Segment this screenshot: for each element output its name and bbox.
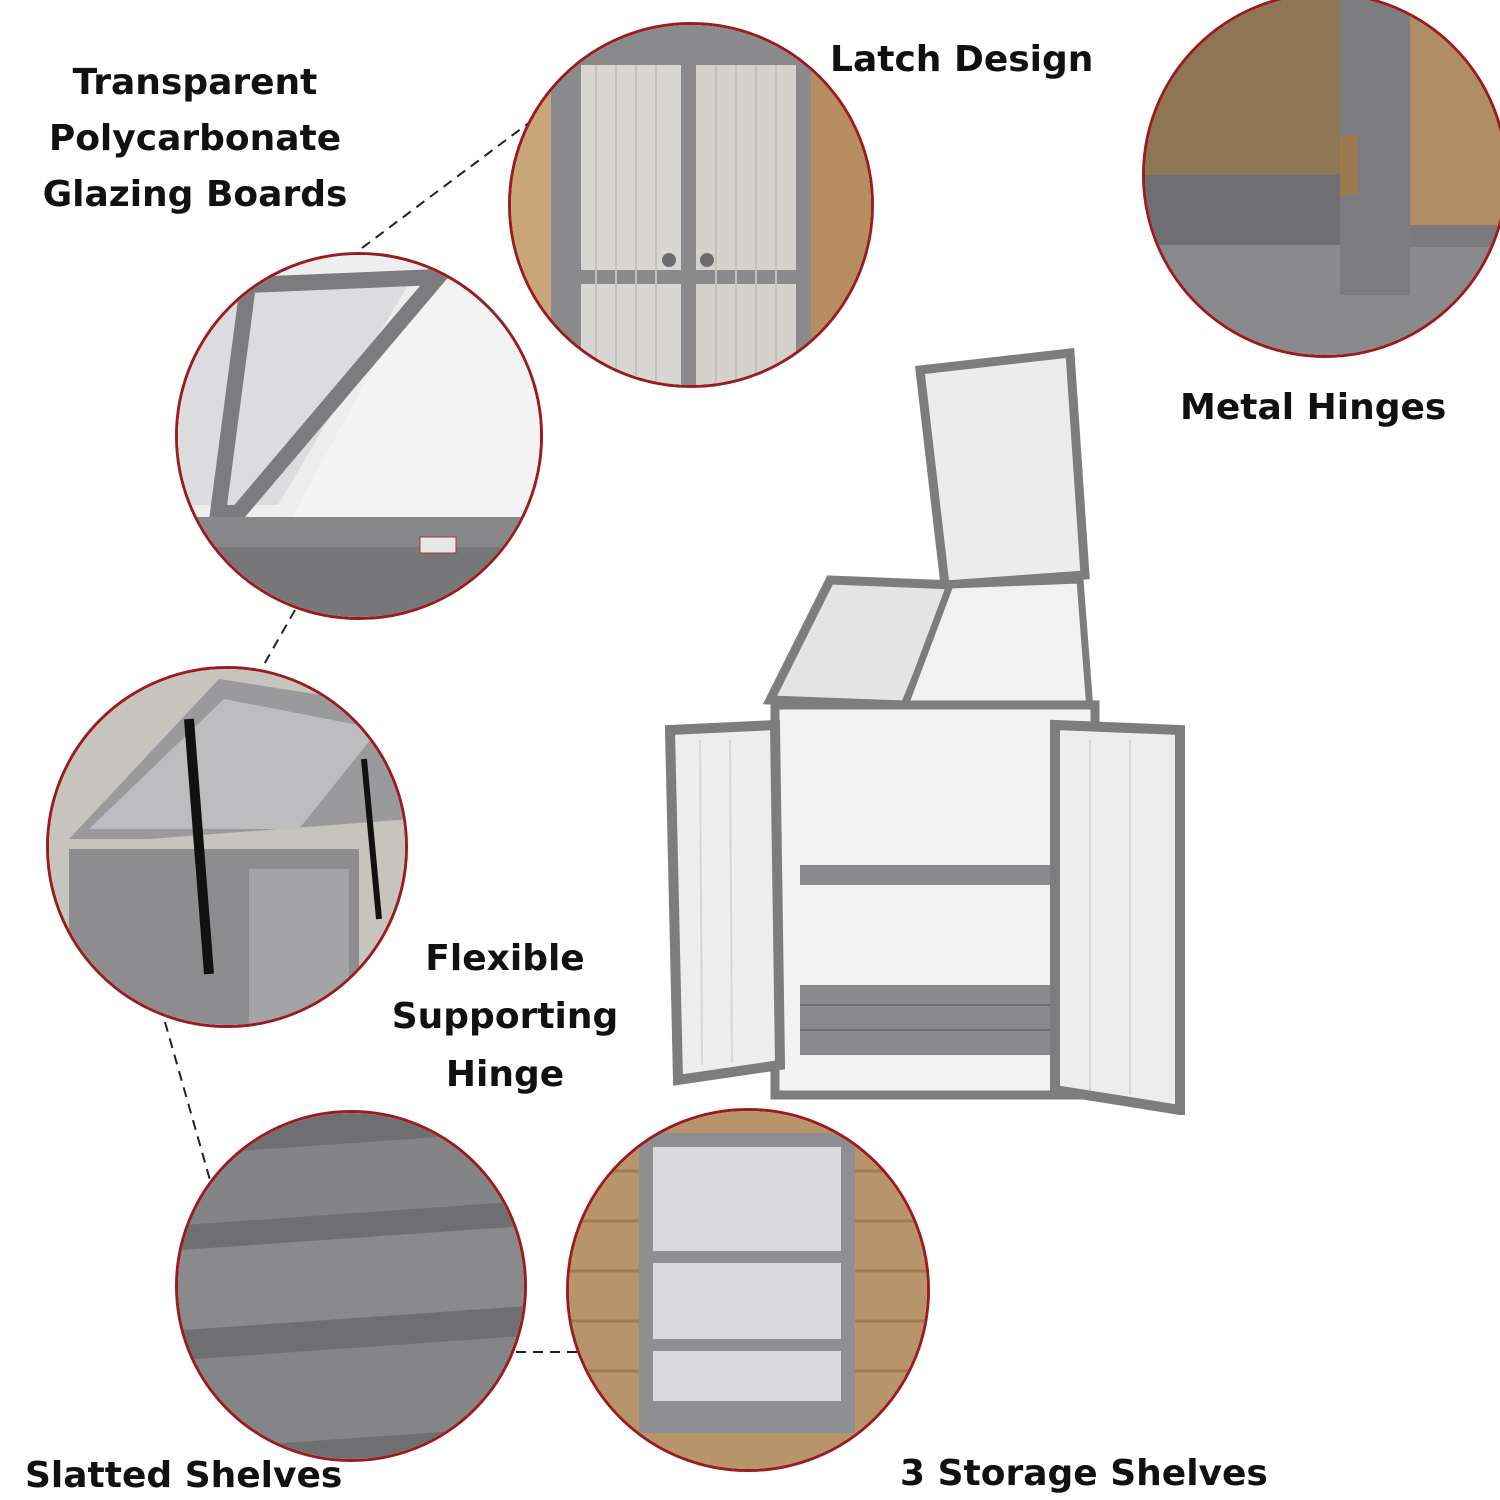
connector-support-slatted <box>164 1021 211 1181</box>
support-hinge-detail-image <box>46 666 408 1028</box>
support-label-line: Hinge <box>445 1054 565 1095</box>
support-label-line: Supporting <box>391 996 619 1037</box>
connector-glazing-support <box>261 609 296 669</box>
greenhouse-product-image <box>664 347 1185 1115</box>
slatted-shelves-detail-image <box>175 1110 527 1462</box>
metal-hinges-detail-image <box>1142 0 1500 358</box>
hinges-label: Metal Hinges <box>1180 387 1447 428</box>
glazing-label-line: Glazing Boards <box>42 174 348 215</box>
glazing-detail-image <box>175 252 543 620</box>
glazing-label: Transparent Polycarbonate Glazing Boards <box>20 55 370 223</box>
glazing-label-line: Polycarbonate <box>48 118 342 159</box>
support-label-line: Flexible <box>425 938 585 979</box>
connector-glazing-latch <box>361 121 531 249</box>
slatted-label: Slatted Shelves <box>25 1455 343 1496</box>
storage-label: 3 Storage Shelves <box>900 1453 1268 1494</box>
storage-shelves-detail-image <box>566 1108 930 1472</box>
latch-label: Latch Design <box>830 39 1094 80</box>
support-label: Flexible Supporting Hinge <box>355 930 655 1104</box>
glazing-label-line: Transparent <box>72 62 318 103</box>
latch-detail-image <box>508 22 874 388</box>
